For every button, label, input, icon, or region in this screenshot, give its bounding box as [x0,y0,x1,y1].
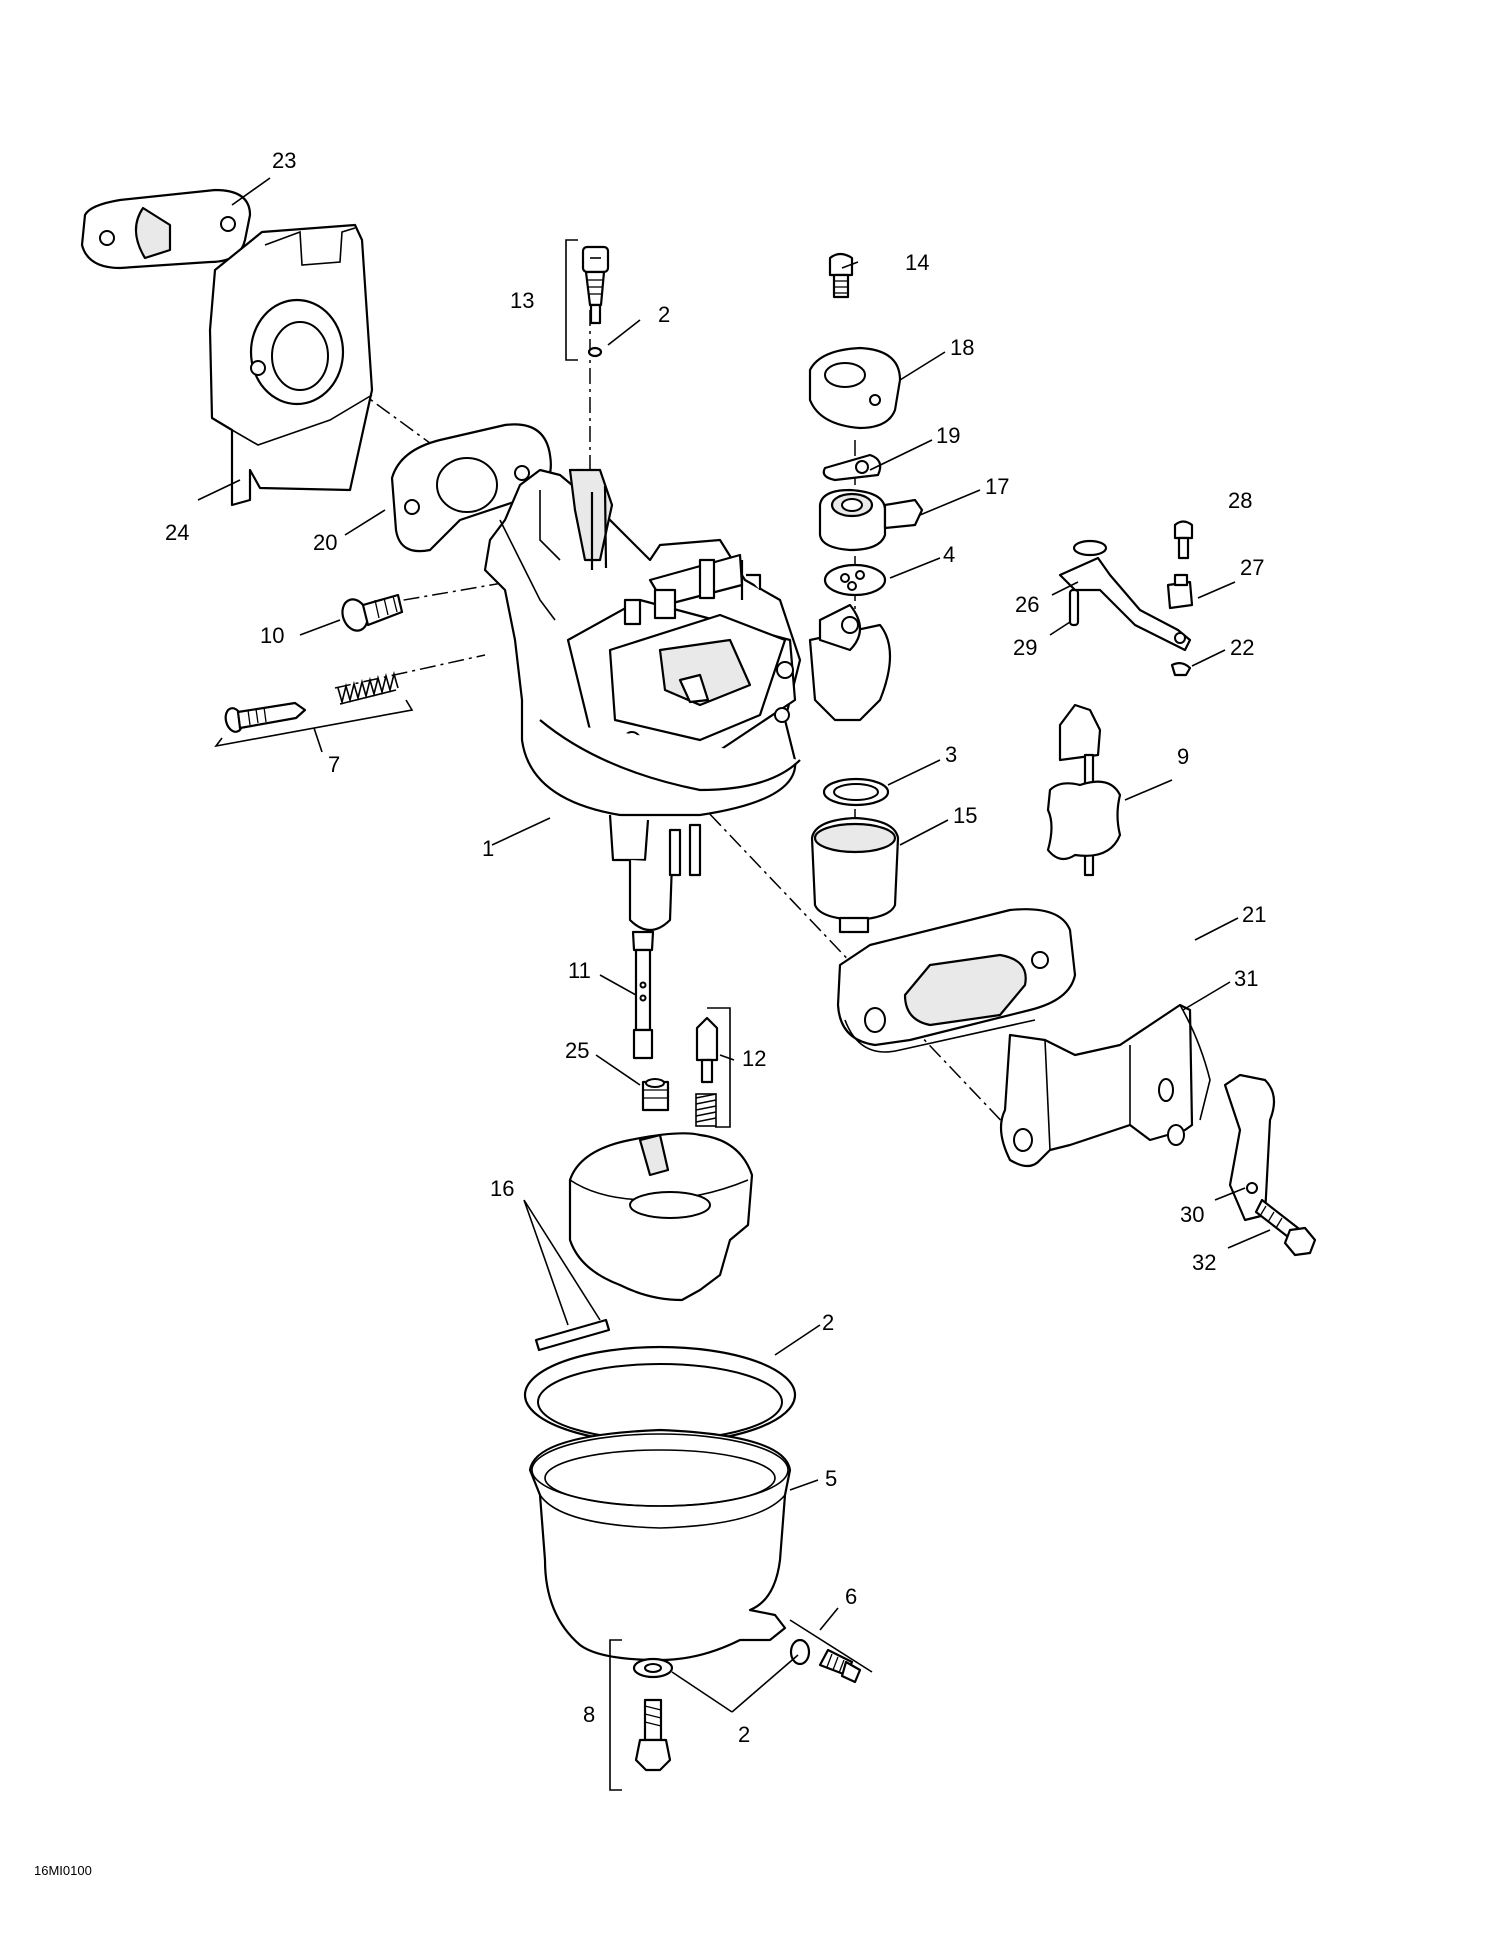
callout-19: 19 [936,423,960,448]
part-6-drain-screw [789,1638,862,1684]
part-1-carburetor-body [483,468,892,932]
part-13-pilot-jet [581,245,610,325]
part-2-o-ring-pilot [587,346,603,358]
callout-30: 30 [1180,1202,1204,1227]
callout-5: 5 [825,1466,837,1491]
callout-4: 4 [943,542,955,567]
part-25-main-jet [641,1078,670,1112]
callout-32: 32 [1192,1250,1216,1275]
callout-2-bowl: 2 [822,1310,834,1335]
callout-27: 27 [1240,555,1264,580]
part-32-bolt [1254,1198,1317,1257]
part-26-lever [1058,539,1192,652]
callout-17: 17 [985,474,1009,499]
callout-24: 24 [165,520,189,545]
callout-20: 20 [313,530,337,555]
callout-22: 22 [1230,635,1254,660]
part-3-ring-inner [833,783,879,801]
callout-23: 23 [272,148,296,173]
callout-14: 14 [905,250,929,275]
part-2-bowl-gasket [523,1345,797,1445]
group-brackets [214,239,873,1791]
part-16-float [568,1132,754,1302]
part-12-needle-valve [695,1016,719,1127]
callout-26: 26 [1015,592,1039,617]
part-30-clamp [1223,1073,1276,1222]
callout-1: 1 [482,836,494,861]
callout-3: 3 [945,742,957,767]
part-4-plate [823,563,887,597]
part-21-insulator [836,908,1077,1053]
part-27-adjuster [1166,573,1194,644]
leader-lines [197,177,1271,1713]
callout-6: 6 [845,1584,857,1609]
callout-2-drain: 2 [738,1722,750,1747]
part-17-choke-lever [818,488,924,552]
callout-13: 13 [510,288,534,313]
part-7-spring [337,670,399,706]
callout-15: 15 [953,803,977,828]
part-22-clip [1170,661,1192,677]
part-20-gasket [390,423,552,553]
callout-16: 16 [490,1176,514,1201]
callout-12: 12 [742,1046,766,1071]
part-23-gasket [80,188,252,270]
part-18-plate [808,346,902,430]
diagram-code: 16MI0100 [34,1863,92,1878]
part-9-float [1046,703,1122,877]
callout-31: 31 [1234,966,1258,991]
callout-10: 10 [260,623,284,648]
part-5-float-bowl [528,1428,792,1662]
callout-28: 28 [1228,488,1252,513]
part-28-screw [1173,520,1194,560]
part-29-pin [1068,588,1080,627]
part-31-bracket [999,1003,1211,1168]
part-8-bolt [632,1657,674,1772]
part-7-idle-screw [224,701,307,733]
callout-9: 9 [1177,744,1189,769]
part-14-screw [828,252,854,299]
part-11-main-nozzle [631,930,655,1060]
callout-29: 29 [1013,635,1037,660]
callout-11: 11 [568,958,591,983]
part-16-pin [534,1318,611,1352]
callout-8: 8 [583,1702,595,1727]
part-10-screw [341,593,404,632]
part-19-washer [822,453,882,482]
callout-labels: 23 24 20 10 7 1 13 2 14 18 19 17 4 3 15 … [165,148,1266,1747]
callout-21: 21 [1242,902,1266,927]
part-24-bracket [208,223,374,507]
callout-2-pilot: 2 [658,302,670,327]
callout-18: 18 [950,335,974,360]
callout-7: 7 [328,752,340,777]
callout-25: 25 [565,1038,589,1063]
part-15-float-cup [810,816,900,934]
